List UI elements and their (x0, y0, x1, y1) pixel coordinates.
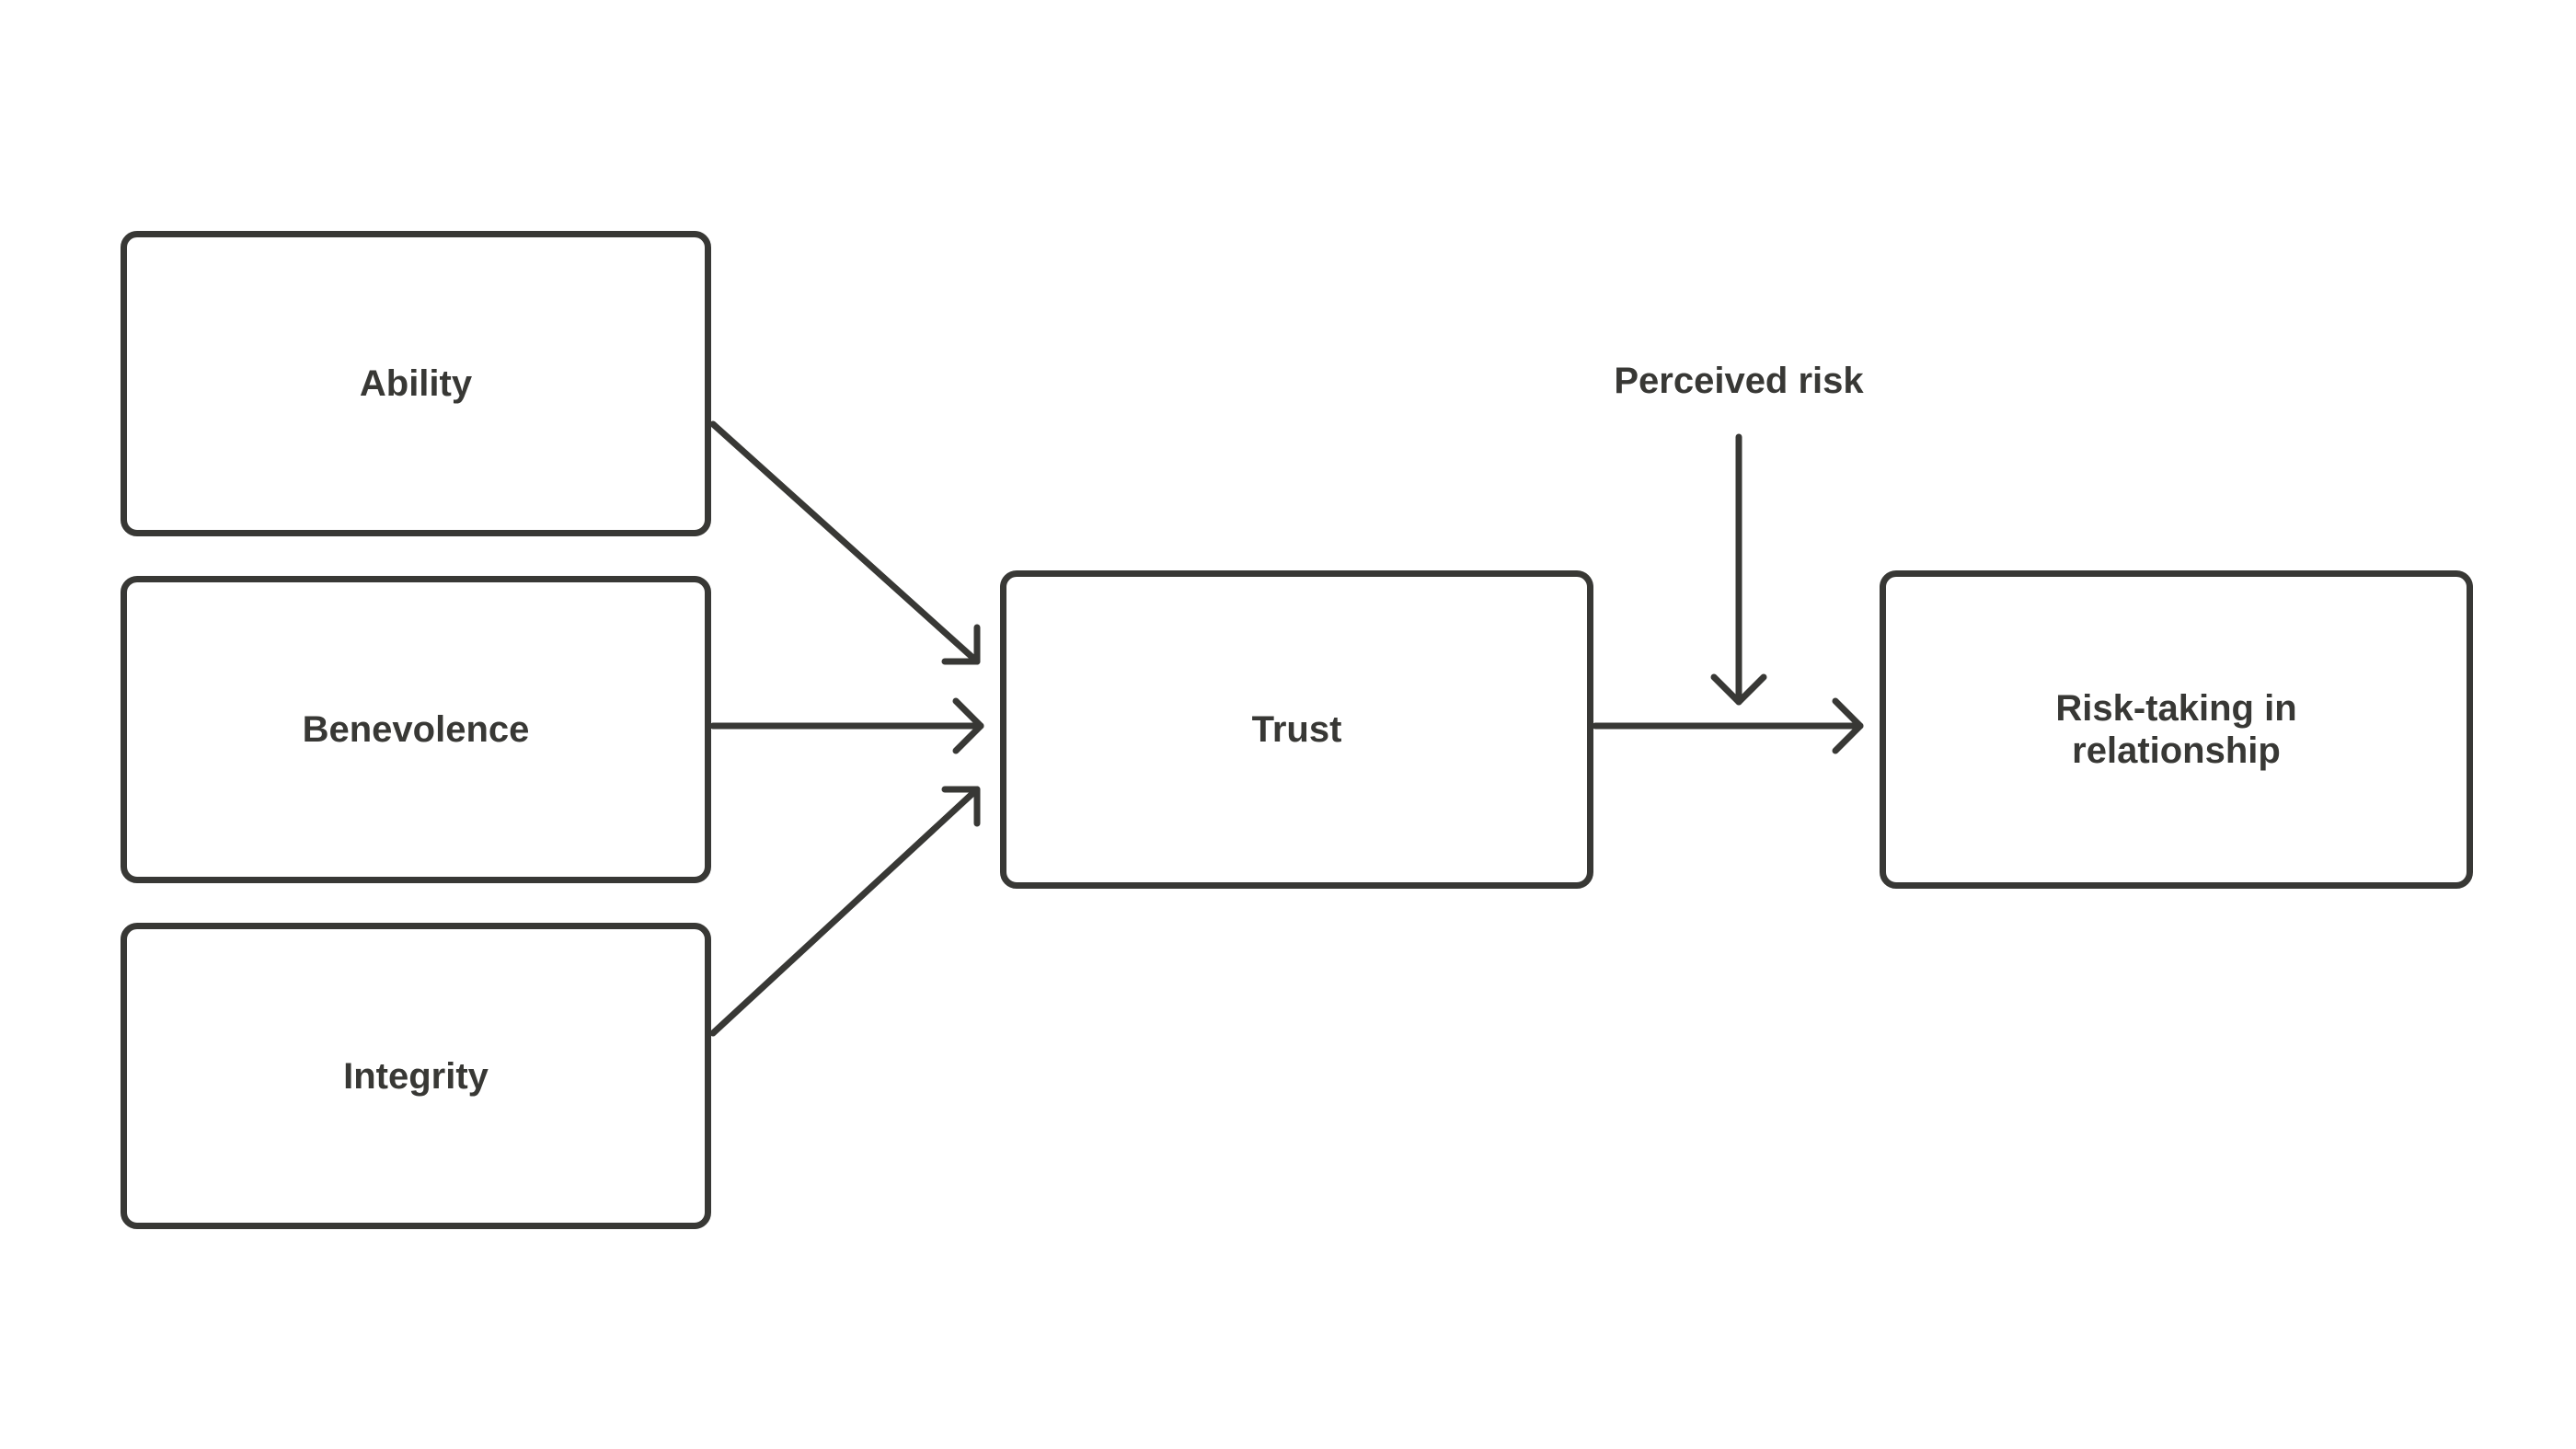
node-integrity: Integrity (121, 923, 711, 1229)
moderator-label-perceived-risk: Perceived risk (1614, 361, 1864, 401)
edge-ability-to-trust (709, 420, 981, 665)
edge-trust-to-risk-taking (1592, 697, 1864, 754)
node-risk-taking-label: Risk-taking in relationship (2055, 688, 2297, 771)
edge-benevolence-to-trust (709, 697, 984, 754)
edge-integrity-to-trust (709, 786, 981, 1037)
edge-perceived-risk-moderator (1710, 433, 1767, 706)
node-trust-label: Trust (1251, 709, 1342, 750)
node-integrity-label: Integrity (343, 1055, 489, 1097)
node-benevolence-label: Benevolence (302, 709, 530, 750)
node-benevolence: Benevolence (121, 576, 711, 883)
node-ability-label: Ability (359, 363, 473, 404)
node-ability: Ability (121, 231, 711, 536)
node-risk-taking: Risk-taking in relationship (1880, 570, 2473, 889)
node-trust: Trust (1000, 570, 1593, 889)
